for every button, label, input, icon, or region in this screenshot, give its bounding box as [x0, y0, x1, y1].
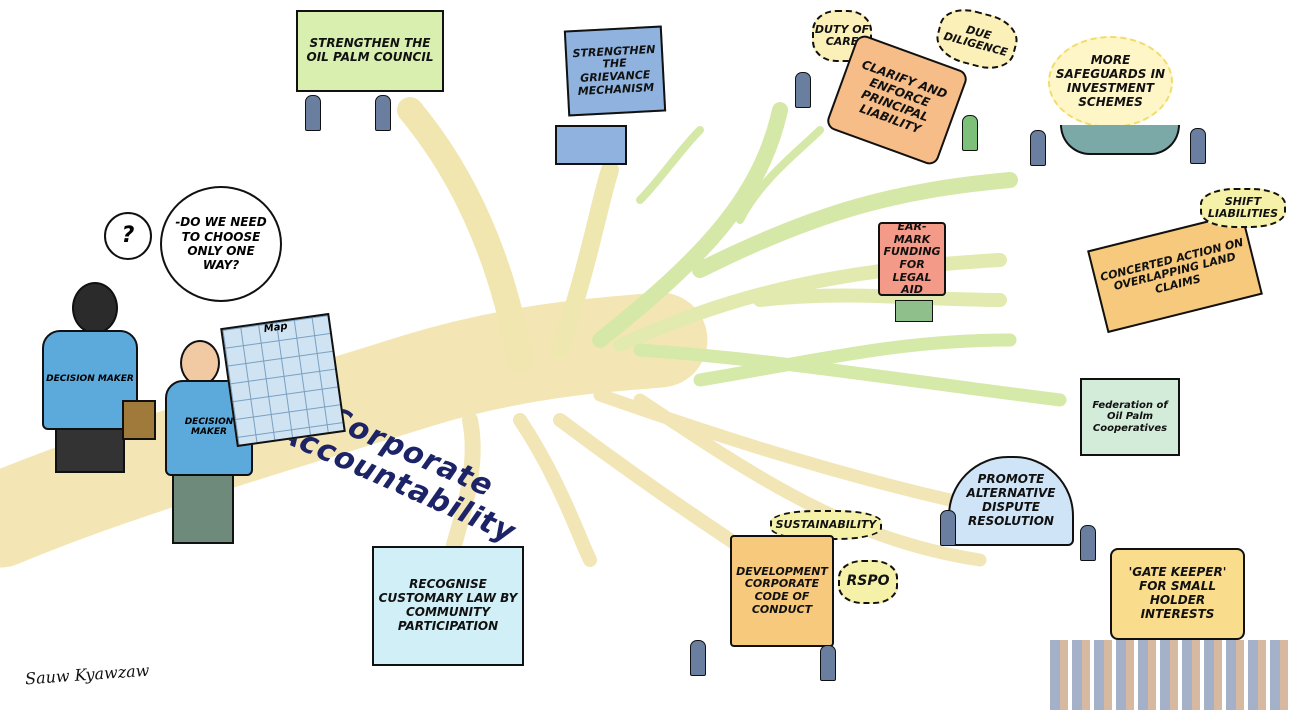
- branch-line-liability: [592, 102, 1018, 348]
- burst-rspo: RSPO: [838, 560, 898, 604]
- speech-bubble: -Do we need to choose only one way?: [160, 186, 282, 302]
- branch-gate-keeper: 'Gate Keeper' for Small Holder Interests: [1110, 548, 1245, 640]
- person-2-pants: [172, 474, 234, 544]
- person-figure: [1190, 128, 1206, 164]
- desk-icon: [555, 125, 627, 165]
- person-figure: [375, 95, 391, 131]
- branch-line-cooperatives: [633, 333, 1067, 407]
- person-figure: [305, 95, 321, 131]
- branch-line-customary: [442, 412, 481, 568]
- branch-line-dispute: [593, 388, 987, 567]
- person-1-skirt: [55, 428, 125, 473]
- branch-customary-law: Recognise Customary Law by Community Par…: [372, 546, 524, 666]
- map-label: Map: [263, 320, 289, 336]
- branch-code-of-conduct: Development Corporate Code of Conduct: [730, 535, 834, 647]
- branch-legal-aid: Ear-mark Funding for Legal Aid: [878, 220, 946, 296]
- branch-line-council: [397, 97, 533, 373]
- branch-grievance: Strengthen the Grievance Mechanism: [563, 25, 667, 117]
- person-2-shirt-label: Decision Maker: [184, 417, 234, 437]
- person-2-head: [180, 340, 220, 386]
- branch-cooperatives: Federation of Oil Palm Cooperatives: [1080, 378, 1180, 456]
- branch-line-grievance: [551, 161, 619, 359]
- branch-oil-palm-council: Strengthen the Oil Palm Council: [296, 10, 444, 92]
- person-figure: [690, 640, 706, 676]
- trunk-path: [0, 292, 708, 568]
- person-figure: [795, 72, 811, 108]
- map: Map: [220, 312, 346, 448]
- thought-bubble-question: ?: [104, 212, 152, 260]
- person-figure: [820, 645, 836, 681]
- person-1-shirt-label: Decision Maker: [46, 374, 134, 385]
- person-figure: [962, 115, 978, 151]
- burst-shift-liabilities: Shift Liabilities: [1200, 188, 1286, 228]
- crowd: [1050, 640, 1290, 710]
- person-figure: [940, 510, 956, 546]
- twig: [636, 126, 824, 224]
- person-figure: [1080, 525, 1096, 561]
- money-icon: [895, 300, 933, 322]
- branch-safeguards: More Safeguards in Investment Schemes: [1048, 36, 1173, 128]
- briefcase-icon: [122, 400, 156, 440]
- person-figure: [1030, 130, 1046, 166]
- person-1-head: [72, 282, 118, 334]
- branch-dispute-resolution: Promote Alternative Dispute Resolution: [948, 456, 1074, 546]
- net-icon: [1060, 125, 1180, 155]
